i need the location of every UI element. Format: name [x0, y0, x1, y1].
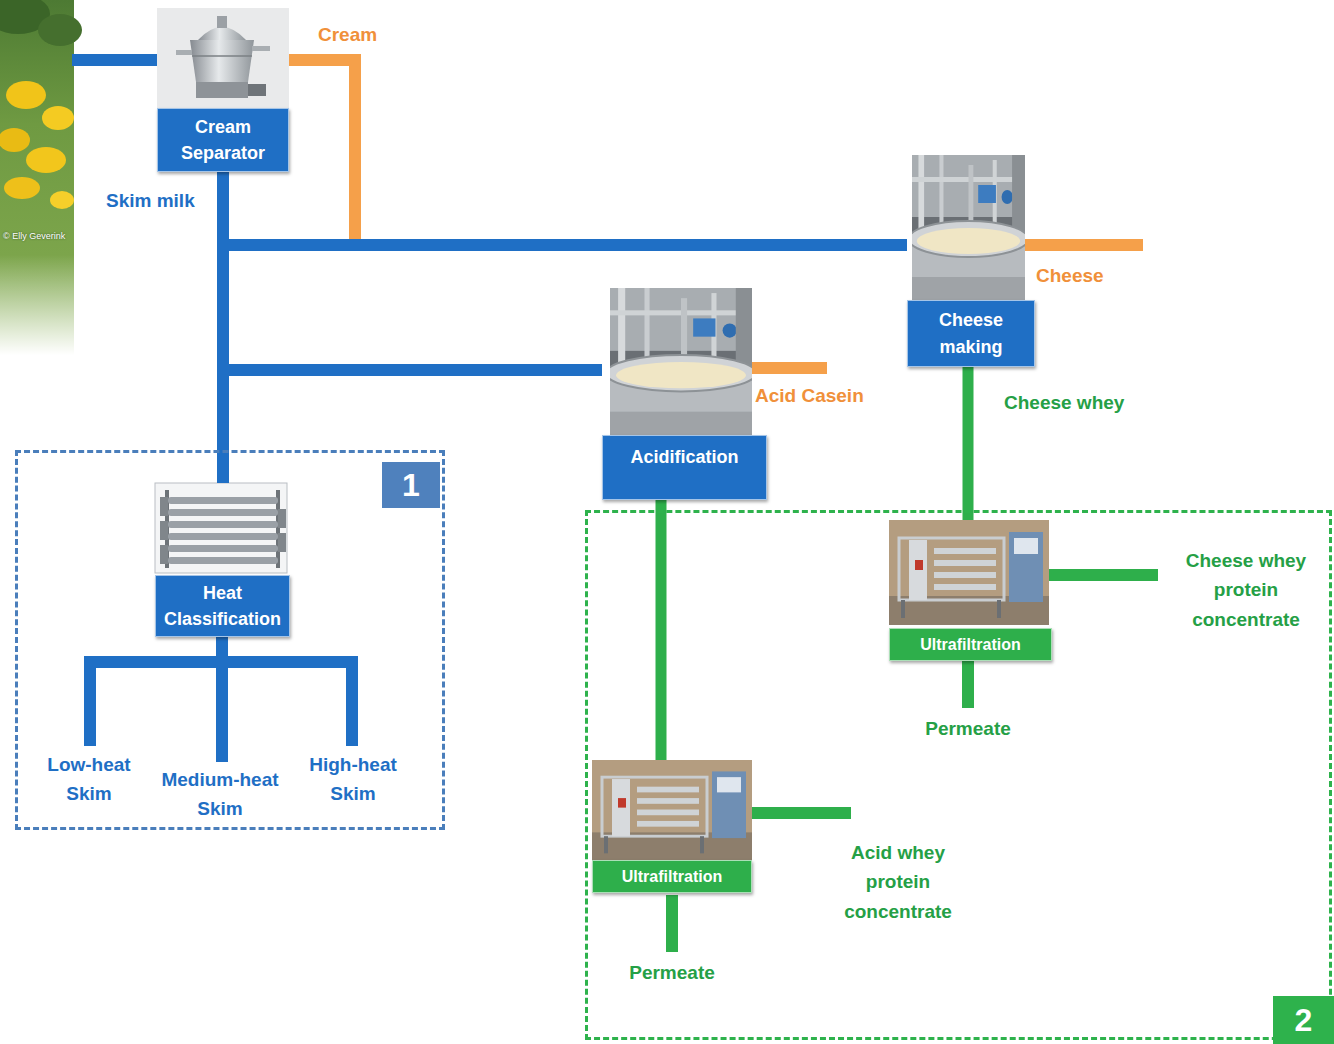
- product-lines: [84, 662, 96, 746]
- landscape-photo: [4, 177, 40, 199]
- product-label: Cheese whey protein concentrate: [1171, 546, 1321, 634]
- product-label: Permeate: [612, 958, 732, 987]
- heat-exchanger-picture: [160, 545, 168, 564]
- step-label-box: Heat Classification: [155, 575, 290, 637]
- separator-picture: [157, 8, 289, 108]
- separator-picture: [248, 84, 266, 96]
- landscape-photo: [26, 147, 66, 173]
- landscape-photo: [0, 255, 74, 355]
- separator-picture: [190, 40, 254, 82]
- separator-picture: [252, 46, 270, 51]
- flow-line: [223, 172, 602, 370]
- flow-line: [223, 172, 907, 245]
- acid-vat-picture: [606, 288, 756, 435]
- landscape-photo: [0, 128, 30, 152]
- step-label: Ultrafiltration: [894, 633, 1047, 656]
- landscape-photo: [0, 0, 82, 355]
- separator-picture: [196, 82, 248, 98]
- heat-exchanger-picture: [168, 509, 278, 516]
- step-label-box: Cheese making: [907, 300, 1035, 367]
- cheese-uf-picture: [889, 520, 1049, 625]
- product-label: Acid whey protein concentrate: [832, 838, 964, 926]
- product-lines: [752, 362, 827, 374]
- step-label: Cheese making: [912, 307, 1030, 359]
- flow-label: Skim milk: [106, 186, 195, 215]
- connector-group: [223, 60, 968, 760]
- milk-intake-line: [72, 54, 157, 66]
- picture-slot: [907, 155, 1035, 300]
- picture-slot: [592, 760, 752, 860]
- step-label: Ultrafiltration: [597, 865, 747, 888]
- product-lines: [346, 662, 358, 746]
- product-lines: [84, 656, 358, 668]
- separator-picture: [192, 55, 252, 57]
- product-lines: [216, 630, 228, 762]
- cheese-vat-picture: [909, 155, 1028, 300]
- flow-line: [289, 60, 907, 245]
- picture-slot: [157, 8, 289, 108]
- heat-exchanger-picture: [168, 497, 278, 504]
- acid-uf-picture: [592, 760, 752, 860]
- step-label-box: Cream Separator: [157, 108, 289, 172]
- process-step: Heat Classification: [155, 483, 290, 637]
- process-step: Cream Separator: [157, 8, 289, 172]
- separator-picture: [157, 8, 289, 108]
- process-step: Cheese making: [907, 155, 1035, 367]
- landscape-photo: [50, 191, 74, 209]
- heat-exchanger-picture: [278, 533, 286, 552]
- product-label: Cheese: [1036, 261, 1136, 290]
- product-label: Low-heat Skim: [37, 750, 141, 809]
- process-step: Ultrafiltration: [889, 520, 1052, 661]
- callout-number: 1: [382, 462, 440, 508]
- product-label: Permeate: [908, 714, 1028, 743]
- picture-slot: [602, 288, 767, 435]
- flow-line: [656, 500, 667, 760]
- product-lines: [666, 895, 678, 952]
- step-label-box: Ultrafiltration: [592, 860, 752, 893]
- process-step: Acidification: [602, 288, 767, 500]
- photo-credit: © Elly Geverink: [3, 231, 73, 242]
- step-label-box: Ultrafiltration: [889, 628, 1052, 661]
- heat-exchanger-picture: [160, 521, 168, 540]
- flow-line: [963, 367, 974, 520]
- heat-exchanger-picture: [278, 509, 286, 528]
- heat-exchanger-picture: [155, 483, 287, 573]
- separator-picture: [217, 16, 227, 28]
- heat-exchanger-picture: [168, 545, 278, 552]
- landscape-photo: [0, 0, 74, 355]
- heat-exchanger-picture: [168, 557, 278, 564]
- separator-picture: [198, 27, 246, 40]
- step-label-box: Acidification: [602, 435, 767, 500]
- flow-label: Cream: [318, 20, 377, 49]
- landscape-photo: [6, 81, 46, 109]
- process-step: Ultrafiltration: [592, 760, 752, 893]
- heat-exchanger-picture: [155, 483, 287, 573]
- picture-slot: [155, 483, 290, 575]
- product-label: High-heat Skim: [301, 750, 405, 809]
- landscape-photo: [42, 106, 74, 130]
- product-lines: [1025, 239, 1143, 251]
- product-label: Acid Casein: [755, 381, 885, 410]
- heat-exchanger-picture: [168, 521, 278, 528]
- product-lines: [84, 245, 1158, 952]
- heat-exchanger-picture: [168, 533, 278, 540]
- callout-number: 2: [1273, 996, 1334, 1044]
- step-label: Heat Classification: [160, 580, 285, 632]
- step-label: Acidification: [607, 444, 762, 470]
- flow-label: Cheese whey: [1004, 388, 1124, 417]
- product-label: Medium-heat Skim: [146, 765, 294, 824]
- landscape-photo: [38, 14, 82, 46]
- product-lines: [752, 807, 851, 819]
- step-label: Cream Separator: [162, 114, 284, 166]
- product-lines: [1049, 569, 1158, 581]
- heat-exchanger-picture: [160, 497, 168, 516]
- product-lines: [962, 655, 974, 708]
- separator-picture: [176, 50, 192, 55]
- picture-slot: [889, 520, 1052, 628]
